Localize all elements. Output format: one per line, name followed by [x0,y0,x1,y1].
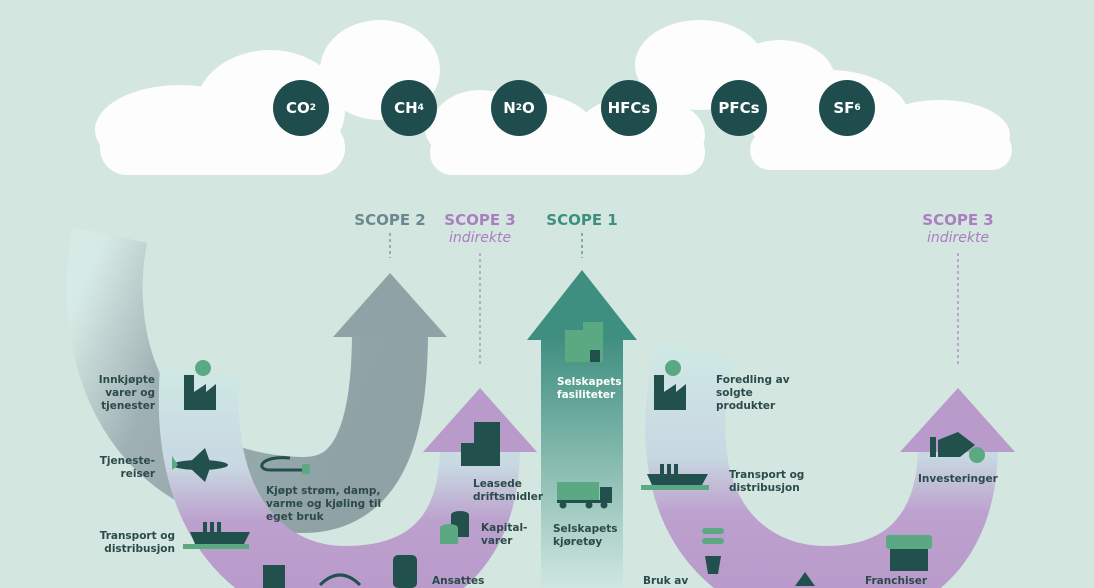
scope3-right-arrowhead [900,388,1015,452]
truck-icon [557,482,612,509]
building-icon-left [461,422,500,466]
label-company-vehicles: Selskapets kjøretøy [553,523,618,548]
lightbulb-icon [702,528,724,574]
coins-icon [440,511,469,544]
gas-pfcs: PFCs [711,80,767,136]
label-business-travel: Tjeneste-reiser [99,455,155,480]
investment-hand-icon [930,432,985,463]
label-processing: Foredling av solgte produkter [716,374,790,412]
scope1-heading: SCOPE 1 [546,211,618,229]
ship-icon-right [641,464,709,490]
clouds [95,20,1012,175]
label-leased-assets: Leasede driftsmidler [473,478,544,503]
factory-icon-right [654,360,686,410]
label-company-facilities: Selskapets fasiliteter [557,376,622,401]
scope3-left-arrowhead [423,388,537,452]
scope1-arrowhead [527,270,637,340]
waste-icon [318,573,362,587]
scope1-arrow [541,338,623,588]
scope2-arrowhead [333,273,447,337]
scope2-arrow [66,227,428,533]
train-icon [393,555,417,588]
recycle-icon [795,572,815,586]
label-franchises: Franchiser [865,575,928,587]
store-icon [886,535,932,571]
plug-icon [260,456,310,474]
factory-icon-left [184,360,216,410]
plane-icon [172,448,228,482]
label-investments: Investeringer [918,473,998,485]
label-purchased-energy: Kjøpt strøm, damp, varme og kjøling til … [266,485,382,523]
scope2-heading: SCOPE 2 [354,211,426,229]
ship-icon-left [183,522,250,549]
label-capital-goods: Kapital-varer [481,522,528,547]
gas-hfcs: HFCs [601,80,657,136]
trash-icon [263,565,285,588]
label-purchased-goods: Innkjøpte varer og tjenester [98,374,155,412]
label-downstream-transport: Transport og distribusjon [729,469,805,494]
building-icon-scope1 [565,322,603,362]
dashed-leaders [389,233,959,367]
label-employee-commuting: Ansattes [432,575,485,587]
label-upstream-transport: Transport og distribusjon [99,530,175,555]
label-use-of-products: Bruk av [643,575,689,587]
